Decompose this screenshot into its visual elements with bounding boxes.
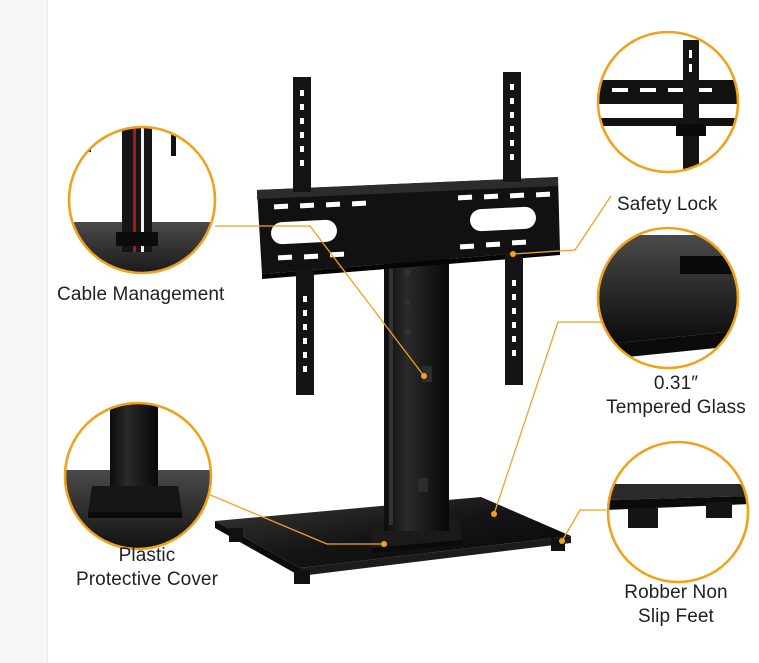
detail-non-slip-feet (606, 440, 750, 584)
callout-lines (207, 195, 612, 545)
callout-dots (381, 251, 565, 547)
label-plastic-cover: Plastic Protective Cover (67, 544, 227, 592)
detail-tempered-glass (596, 226, 740, 370)
label-plastic-cover-line1: Plastic (118, 545, 176, 566)
label-plastic-cover-line2: Protective Cover (75, 569, 219, 590)
label-cable-management: Cable Management (57, 284, 225, 305)
vesa-arm-right (503, 72, 523, 385)
rubber-feet (229, 528, 565, 584)
label-tempered-glass-text: Tempered Glass (606, 397, 746, 418)
left-margin-strip (0, 0, 48, 663)
label-non-slip-feet-line2: Slip Feet (638, 606, 714, 627)
label-non-slip-feet: Robber Non Slip Feet (596, 581, 756, 629)
tv-stand (215, 72, 571, 584)
label-tempered-glass-thickness: 0.31″ (653, 373, 699, 394)
label-tempered-glass: 0.31″ Tempered Glass (596, 372, 756, 420)
detail-cable-management (67, 125, 217, 275)
label-safety-lock: Safety Lock (617, 194, 718, 215)
vesa-arm-left (293, 77, 314, 395)
mounting-bracket (257, 177, 560, 279)
label-non-slip-feet-line1: Robber Non (624, 582, 728, 603)
detail-plastic-cover (63, 401, 213, 551)
detail-safety-lock (596, 30, 740, 174)
